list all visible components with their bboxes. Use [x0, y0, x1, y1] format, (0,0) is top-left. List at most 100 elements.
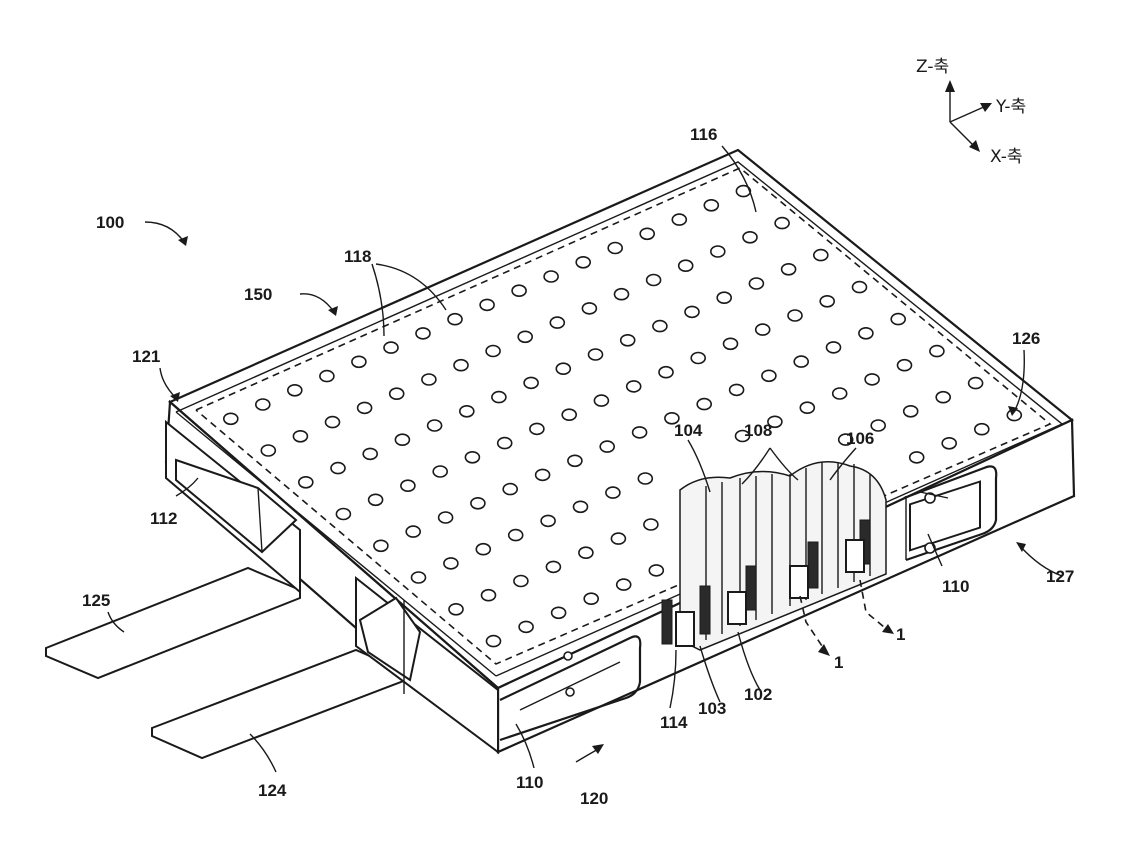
y-axis-label: Y-축 — [995, 97, 1026, 117]
cooling-hole — [653, 321, 667, 332]
cooling-hole — [503, 484, 517, 495]
cooling-hole — [697, 399, 711, 410]
label-127: 127 — [1046, 567, 1074, 586]
label-106: 106 — [846, 429, 874, 448]
cooling-hole — [390, 388, 404, 399]
cooling-hole — [369, 494, 383, 505]
cooling-hole — [594, 395, 608, 406]
label-1-right: 1 — [896, 625, 905, 644]
cooling-hole — [331, 463, 345, 474]
cooling-hole — [627, 381, 641, 392]
cooling-hole — [293, 431, 307, 442]
cell-tab-114 — [676, 612, 694, 646]
cooling-hole — [482, 590, 496, 601]
label-112: 112 — [150, 509, 177, 528]
cooling-hole — [582, 303, 596, 314]
cooling-hole — [891, 314, 905, 325]
top-cover-150 — [170, 150, 1072, 688]
label-110-left: 110 — [516, 773, 543, 792]
cooling-hole — [600, 441, 614, 452]
cooling-hole — [476, 544, 490, 555]
cooling-hole — [518, 331, 532, 342]
cooling-hole — [930, 346, 944, 357]
cooling-hole — [814, 250, 828, 261]
cooling-hole — [406, 526, 420, 537]
cooling-hole — [617, 579, 631, 590]
cell-tab-a — [790, 566, 808, 598]
label-116: 116 — [690, 125, 717, 144]
cooling-hole — [352, 356, 366, 367]
cooling-hole — [514, 576, 528, 587]
cooling-hole — [299, 477, 313, 488]
cooling-hole — [486, 346, 500, 357]
cooling-hole — [519, 621, 533, 632]
cooling-hole — [568, 455, 582, 466]
label-103: 103 — [698, 699, 726, 718]
label-124: 124 — [258, 781, 287, 800]
cooling-hole — [633, 427, 647, 438]
cooling-hole — [363, 448, 377, 459]
label-104: 104 — [674, 421, 703, 440]
cooling-hole — [256, 399, 270, 410]
label-102: 102 — [744, 685, 772, 704]
cooling-hole — [576, 257, 590, 268]
cooling-hole — [611, 533, 625, 544]
cooling-hole — [942, 438, 956, 449]
cooling-hole — [640, 228, 654, 239]
z-axis-label: Z-축 — [916, 57, 949, 77]
cooling-hole — [556, 363, 570, 374]
cell-tab-102 — [728, 592, 746, 624]
cooling-hole — [536, 469, 550, 480]
cooling-hole — [788, 310, 802, 321]
label-110-right: 110 — [942, 577, 969, 596]
cooling-hole — [546, 561, 560, 572]
cooling-hole — [800, 402, 814, 413]
cooling-hole — [833, 388, 847, 399]
cooling-hole — [550, 317, 564, 328]
cooling-hole — [480, 299, 494, 310]
label-125: 125 — [82, 591, 110, 610]
cooling-hole — [541, 515, 555, 526]
cooling-hole — [724, 338, 738, 349]
cooling-hole — [374, 540, 388, 551]
cooling-hole — [691, 353, 705, 364]
cooling-hole — [288, 385, 302, 396]
cooling-hole — [449, 604, 463, 615]
cooling-hole — [730, 384, 744, 395]
cooling-hole — [428, 420, 442, 431]
cooling-hole — [775, 218, 789, 229]
cooling-hole — [672, 214, 686, 225]
cell-tab-b — [846, 540, 864, 572]
cooling-hole — [794, 356, 808, 367]
y-axis-arrow — [950, 106, 986, 122]
cooling-hole — [711, 246, 725, 257]
cooling-hole — [512, 285, 526, 296]
label-114: 114 — [660, 713, 688, 732]
cooling-hole — [562, 409, 576, 420]
cooling-hole — [552, 607, 566, 618]
cooling-hole — [685, 306, 699, 317]
cooling-hole — [433, 466, 447, 477]
cooling-hole — [487, 636, 501, 647]
cooling-hole — [358, 402, 372, 413]
cooling-hole — [416, 328, 430, 339]
cooling-hole — [524, 377, 538, 388]
cooling-hole — [395, 434, 409, 445]
axis-indicator: Z-축 Y-축 X-축 — [916, 57, 1026, 167]
label-118: 118 — [344, 247, 371, 266]
cooling-hole — [827, 342, 841, 353]
cooling-hole — [621, 335, 635, 346]
cooling-hole — [465, 452, 479, 463]
terminal-lead-124 — [152, 650, 406, 758]
cooling-hole — [756, 324, 770, 335]
cooling-hole — [615, 289, 629, 300]
cooling-hole — [584, 593, 598, 604]
cooling-hole — [336, 509, 350, 520]
cooling-hole — [904, 406, 918, 417]
label-120: 120 — [580, 789, 608, 808]
cooling-hole — [320, 371, 334, 382]
cooling-hole — [224, 413, 238, 424]
cooling-hole — [910, 452, 924, 463]
cooling-hole — [326, 417, 340, 428]
